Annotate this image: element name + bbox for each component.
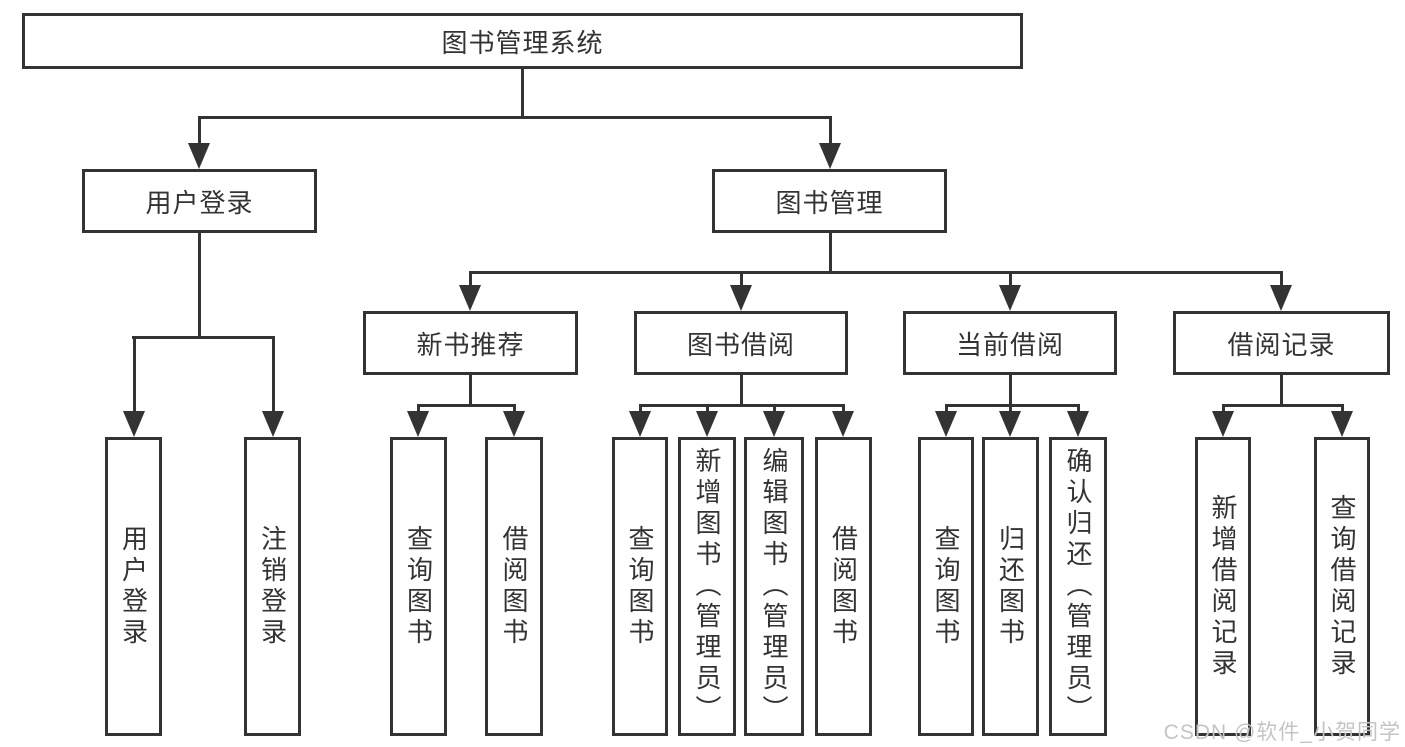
connector-root-stem: [521, 69, 524, 117]
arrow-to-user-login: [188, 143, 210, 169]
arrow-to-br-query: [1331, 411, 1353, 437]
node-user-login: 用户登录: [82, 169, 317, 233]
arrow-to-current-borrow: [999, 285, 1021, 311]
connector-current-borrow-hline: [945, 404, 1080, 407]
connector-book-borrow-hline: [639, 404, 845, 407]
connector-leaf-logout-drop: [272, 339, 275, 413]
leaf-bb-query-book: 查询图书: [612, 437, 668, 736]
arrow-to-bb-edit: [763, 411, 785, 437]
node-borrow-record: 借阅记录: [1173, 311, 1390, 375]
leaf-cb-return-book: 归还图书: [982, 437, 1039, 736]
connector-br-query-drop: [1341, 406, 1344, 414]
connector-current-borrow-drop: [1009, 274, 1012, 287]
arrow-to-borrow-record: [1270, 285, 1292, 311]
connector-new-book-rec-drop: [469, 274, 472, 287]
connector-cb-return-drop: [1009, 406, 1012, 414]
csdn-watermark: CSDN @软件_小贺同学: [1163, 721, 1401, 744]
connector-br-add-drop: [1222, 406, 1225, 414]
leaf-br-query-record: 查询借阅记录: [1314, 437, 1370, 736]
arrow-to-bb-add: [696, 411, 718, 437]
node-root: 图书管理系统: [22, 13, 1023, 69]
connector-borrow-record-stem: [1280, 375, 1283, 406]
connector-bb-query-drop: [639, 406, 642, 414]
leaf-logout: 注销登录: [244, 437, 301, 736]
connector-book-mgmt-drop: [829, 117, 832, 145]
leaf-br-add-record: 新增借阅记录: [1195, 437, 1251, 736]
connector-rec-borrow-drop: [513, 406, 516, 414]
arrow-to-bb-query: [629, 411, 651, 437]
connector-book-borrow-stem: [740, 375, 743, 406]
node-book-borrow: 图书借阅: [634, 311, 848, 375]
connector-new-book-rec-stem: [469, 375, 472, 406]
connector-rec-query-drop: [417, 406, 420, 414]
leaf-rec-query-book: 查询图书: [390, 437, 447, 736]
leaf-bb-add-book: 新增图书（管理员）: [678, 437, 736, 736]
connector-level1-hline: [198, 116, 832, 119]
leaf-cb-confirm-return: 确认归还（管理员）: [1049, 437, 1107, 736]
connector-bb-edit-drop: [773, 406, 776, 414]
leaf-user-login: 用户登录: [105, 437, 162, 736]
leaf-bb-borrow-book: 借阅图书: [815, 437, 872, 736]
connector-cb-query-drop: [945, 406, 948, 414]
arrow-to-br-add: [1212, 411, 1234, 437]
arrow-to-leaf-logout: [262, 411, 284, 437]
arrow-to-book-borrow: [730, 285, 752, 311]
connector-new-book-rec-hline: [417, 404, 516, 407]
leaf-bb-edit-book: 编辑图书（管理员）: [744, 437, 804, 736]
node-new-book-rec: 新书推荐: [363, 311, 578, 375]
leaf-cb-query-book: 查询图书: [918, 437, 974, 736]
connector-user-login-stem: [198, 233, 201, 337]
connector-current-borrow-stem: [1009, 375, 1012, 406]
arrow-to-rec-query: [407, 411, 429, 437]
connector-user-login-hline: [132, 336, 275, 339]
node-current-borrow: 当前借阅: [903, 311, 1117, 375]
arrow-to-book-mgmt: [819, 143, 841, 169]
arrow-to-new-book-rec: [459, 285, 481, 311]
connector-cb-confirm-drop: [1077, 406, 1080, 414]
arrow-to-rec-borrow: [503, 411, 525, 437]
connector-user-login-drop: [198, 117, 201, 145]
connector-book-mgmt-stem: [829, 233, 832, 274]
connector-bb-add-drop: [706, 406, 709, 414]
node-book-mgmt: 图书管理: [712, 169, 947, 233]
connector-leaf-user-login-drop: [133, 339, 136, 413]
connector-bb-borrow-drop: [842, 406, 845, 414]
connector-borrow-record-hline: [1222, 404, 1344, 407]
connector-level2-hline: [469, 271, 1283, 274]
connector-borrow-record-drop: [1280, 274, 1283, 287]
arrow-to-bb-borrow: [832, 411, 854, 437]
arrow-to-cb-return: [999, 411, 1021, 437]
connector-book-borrow-drop: [740, 274, 743, 287]
arrow-to-cb-confirm: [1067, 411, 1089, 437]
arrow-to-leaf-user-login: [123, 411, 145, 437]
leaf-rec-borrow-book: 借阅图书: [485, 437, 543, 736]
arrow-to-cb-query: [935, 411, 957, 437]
